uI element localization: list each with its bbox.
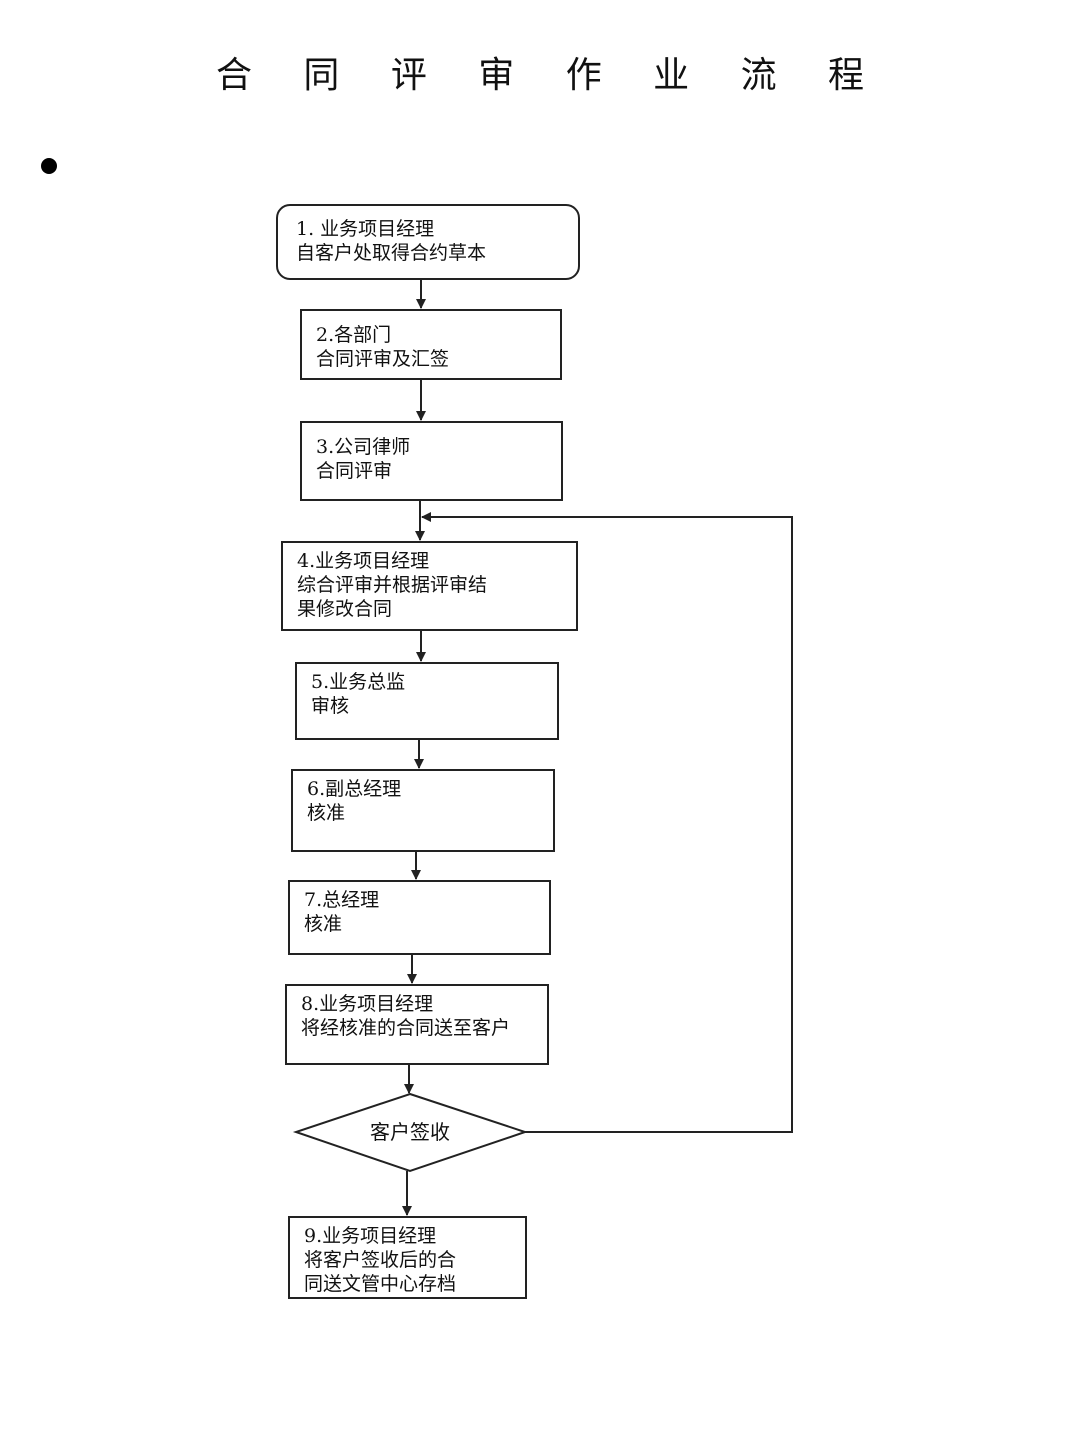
step-8-line2: 将经核准的合同送至客户 bbox=[301, 1017, 511, 1039]
step-5-line1: 5.业务总监 bbox=[311, 671, 406, 693]
step-4-line1: 4.业务项目经理 bbox=[297, 550, 430, 572]
step-3-line1: 3.公司律师 bbox=[316, 436, 411, 458]
decision-diamond bbox=[292, 1092, 529, 1173]
decision-label: 客户签收 bbox=[370, 1120, 450, 1144]
step-8-node: 8.业务项目经理 将经核准的合同送至客户 bbox=[285, 984, 549, 1065]
step-5-line2: 审核 bbox=[311, 695, 350, 717]
step-4-line2: 综合评审并根据评审结 bbox=[297, 574, 488, 596]
step-1-node: 1. 业务项目经理 自客户处取得合约草本 bbox=[276, 204, 580, 280]
step-9-node: 9.业务项目经理 将客户签收后的合 同送文管中心存档 bbox=[288, 1216, 527, 1299]
step-5-node: 5.业务总监 审核 bbox=[295, 662, 559, 740]
step-7-line2: 核准 bbox=[304, 913, 343, 935]
step-7-node: 7.总经理 核准 bbox=[288, 880, 551, 955]
step-3-line2: 合同评审 bbox=[316, 460, 393, 482]
step-8-line1: 8.业务项目经理 bbox=[301, 993, 434, 1015]
step-2-node: 2.各部门 合同评审及汇签 bbox=[300, 309, 562, 380]
step-2-line1: 2.各部门 bbox=[316, 324, 392, 346]
step-1-line2: 自客户处取得合约草本 bbox=[296, 242, 487, 264]
step-1-line1: 1. 业务项目经理 bbox=[296, 218, 435, 240]
step-6-line1: 6.副总经理 bbox=[307, 778, 402, 800]
step-3-node: 3.公司律师 合同评审 bbox=[300, 421, 563, 501]
step-4-node: 4.业务项目经理 综合评审并根据评审结 果修改合同 bbox=[281, 541, 578, 631]
step-6-line2: 核准 bbox=[307, 802, 346, 824]
step-9-line2: 将客户签收后的合 bbox=[304, 1249, 457, 1271]
step-6-node: 6.副总经理 核准 bbox=[291, 769, 555, 852]
step-2-line2: 合同评审及汇签 bbox=[316, 348, 450, 370]
page-title: 合 同 评 审 作 业 流 程 bbox=[215, 55, 885, 96]
step-7-line1: 7.总经理 bbox=[304, 889, 380, 911]
step-9-line1: 9.业务项目经理 bbox=[304, 1225, 437, 1247]
bullet-point bbox=[41, 158, 57, 174]
step-4-line3: 果修改合同 bbox=[297, 598, 393, 620]
feedback-loop-arrow bbox=[421, 512, 793, 1133]
step-9-line3: 同送文管中心存档 bbox=[304, 1273, 457, 1295]
